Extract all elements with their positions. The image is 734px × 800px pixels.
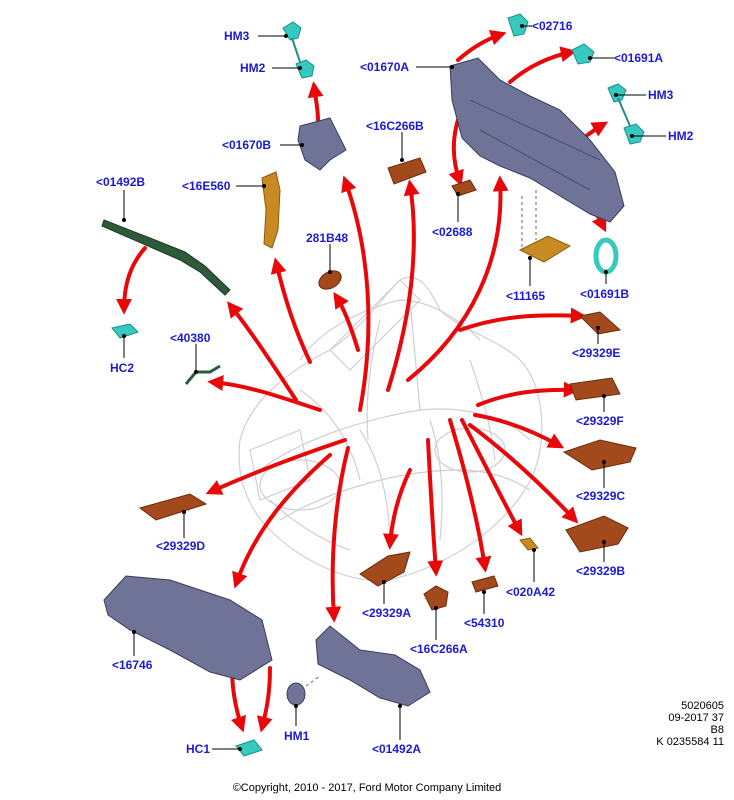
pad-54310-icon — [471, 575, 499, 593]
arrow-to-16746 — [232, 453, 332, 589]
label-54310: <54310 — [464, 616, 505, 630]
pad-29329a-icon — [359, 551, 411, 587]
drawing-reference-block: 5020605 09-2017 37 B8 K 0235584 11 — [656, 700, 724, 748]
label-02716: <02716 — [532, 19, 573, 33]
label-hm1: HM1 — [284, 729, 310, 743]
label-hm2-right: HM2 — [668, 129, 694, 143]
dash-structure-01670a-icon — [449, 57, 625, 223]
arrow-to-29329c — [473, 413, 565, 449]
drawing-revision: B8 — [710, 724, 724, 736]
arrow-to-hc1-b — [256, 666, 273, 733]
strip-16e560-icon — [261, 171, 281, 249]
arrow-to-01492b-part — [227, 301, 298, 402]
arrow-to-54310 — [448, 418, 492, 573]
hm3-right-clip-icon — [607, 83, 627, 103]
arrow-to-dash-panel — [406, 175, 509, 382]
bracket-01670b-icon — [297, 117, 347, 171]
pad-16c266b-icon — [387, 157, 427, 185]
label-40380: <40380 — [170, 331, 211, 345]
label-29329f: <29329F — [576, 414, 624, 428]
arrow-to-hc2 — [116, 246, 147, 315]
pad-02688-icon — [451, 179, 477, 197]
label-01670a: <01670A — [360, 60, 409, 74]
arrow-to-16c266a — [426, 438, 444, 577]
parts — [101, 13, 645, 757]
pad-29329b-icon — [565, 515, 629, 553]
arrow-to-16e560 — [270, 257, 312, 364]
arrow-to-29329a — [382, 468, 412, 550]
arrow-to-01492a — [325, 446, 350, 623]
drawing-number: 5020605 — [681, 700, 724, 712]
label-01691b: <01691B — [580, 287, 629, 301]
label-16e560: <16E560 — [182, 179, 231, 193]
leader-lines — [122, 24, 666, 751]
clip-01691a-icon — [571, 43, 595, 65]
label-020a42: <020A42 — [506, 585, 555, 599]
label-hm2-top: HM2 — [240, 61, 266, 75]
arrow-to-29329b — [468, 423, 579, 524]
pad-281b48-icon — [318, 270, 342, 290]
arrow-to-16c266b — [386, 179, 420, 392]
pad-29329d-icon — [138, 493, 208, 521]
label-01691a: <01691A — [614, 51, 663, 65]
arrow-to-40380 — [207, 375, 322, 412]
label-hm3-top: HM3 — [224, 29, 250, 43]
label-29329a: <29329A — [362, 606, 411, 620]
part-labels: HM3 HM2 <01670B <16C266B <01670A <02716 … — [96, 19, 694, 756]
label-29329b: <29329B — [576, 564, 625, 578]
arrow-to-01670b — [307, 81, 324, 122]
label-281b48: 281B48 — [306, 231, 348, 245]
arrow-to-29329e — [458, 307, 587, 332]
clip-hc1-icon — [235, 739, 263, 757]
red-arrows — [116, 29, 609, 733]
ring-01691b-icon — [593, 237, 619, 275]
label-16c266b: <16C266B — [366, 119, 424, 133]
copyright-notice: ©Copyright, 2010 - 2017, Ford Motor Comp… — [232, 782, 502, 794]
label-02688: <02688 — [432, 225, 473, 239]
pad-29329f-icon — [569, 377, 621, 401]
hm2-top-clip-icon — [295, 59, 315, 79]
label-11165: <11165 — [506, 289, 545, 303]
label-16c266a: <16C266A — [410, 642, 468, 656]
clip-hm1-icon — [286, 682, 306, 706]
seal-01492b-icon — [101, 219, 231, 296]
arrow-to-02688 — [448, 118, 464, 187]
arrow-to-020a42 — [460, 418, 523, 537]
arrow-to-01670a-clip — [456, 29, 507, 62]
label-01492b: <01492B — [96, 175, 145, 189]
label-hc2: HC2 — [110, 361, 134, 375]
wire-40380-icon — [184, 364, 221, 385]
shield-16746-icon — [103, 575, 273, 681]
label-16746: <16746 — [112, 658, 153, 672]
pad-29329e-icon — [578, 311, 622, 335]
hm2-right-clip-icon — [623, 123, 645, 145]
arrow-to-29329f — [476, 381, 580, 407]
arrow-to-281b48 — [333, 291, 360, 352]
pad-16c266a-icon — [423, 585, 449, 611]
label-01492a: <01492A — [372, 742, 421, 756]
label-hm3-right: HM3 — [648, 88, 674, 102]
pad-29329c-icon — [562, 439, 637, 471]
plate-11165-icon — [518, 235, 572, 263]
label-29329c: <29329C — [576, 489, 625, 503]
label-01670b: <01670B — [222, 138, 271, 152]
label-hc1: HC1 — [186, 742, 210, 756]
clip-020a42-icon — [519, 537, 539, 551]
arrow-to-29329d — [205, 438, 347, 495]
label-29329d: <29329D — [156, 539, 205, 553]
dash-lower-01492a-icon — [315, 625, 431, 707]
clip-02716-icon — [507, 13, 529, 37]
arrow-to-01691a-clip — [508, 46, 577, 84]
drawing-date: 09-2017 37 — [668, 712, 724, 724]
clip-hc2-icon — [111, 323, 139, 339]
arrow-to-main-body — [341, 175, 371, 412]
label-29329e: <29329E — [572, 346, 620, 360]
drawing-code: K 0235584 11 — [656, 736, 724, 748]
